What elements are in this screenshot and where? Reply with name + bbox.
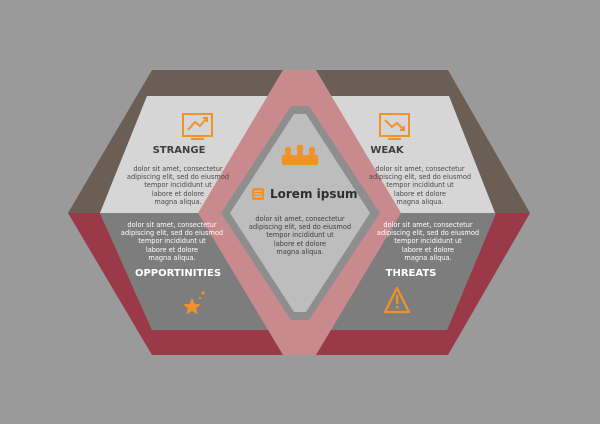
weaknesses-body: dolor sit amet, consectetur adipiscing e…	[368, 165, 472, 206]
star-icon	[183, 291, 205, 315]
threats-panel	[328, 213, 496, 330]
threats-title: THREATS	[385, 268, 437, 279]
strengths-body: dolor sit amet, consectetur adipiscing e…	[126, 165, 230, 206]
opportunities-body: dolor sit amet, consectetur adipiscing e…	[120, 221, 224, 262]
center-title: Lorem ipsum	[270, 187, 358, 201]
center-diamond-face	[230, 114, 370, 312]
center-body: dolor sit amet, consectetur adipiscing e…	[248, 215, 352, 256]
team-icon	[282, 144, 318, 165]
strengths-title: STRANGE	[152, 145, 206, 156]
falling-chart-icon	[379, 113, 410, 140]
strengths-panel	[100, 96, 272, 213]
rising-chart-icon	[182, 113, 213, 140]
warning-icon	[383, 286, 411, 314]
threats-body: dolor sit amet, consectetur adipiscing e…	[376, 221, 480, 262]
opportunities-panel	[100, 213, 272, 330]
weaknesses-panel	[328, 96, 495, 213]
center-heading: Lorem ipsum	[252, 185, 376, 203]
opportunities-title: OPPORTINITIES	[134, 268, 222, 279]
list-icon	[252, 188, 264, 200]
weaknesses-title: WEAK	[370, 145, 404, 156]
